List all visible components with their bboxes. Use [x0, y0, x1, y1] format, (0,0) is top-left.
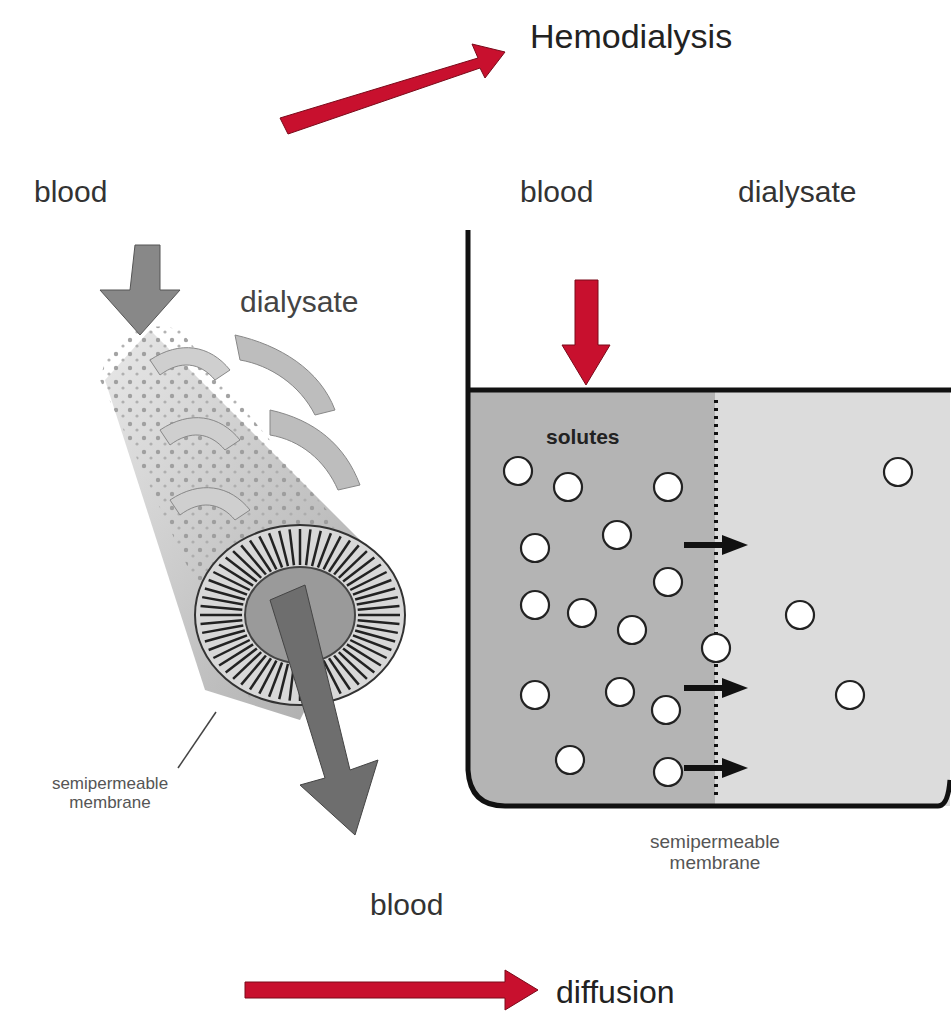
- flow-label: dialysate: [240, 285, 358, 318]
- flow-label: blood: [34, 175, 107, 208]
- solute-particles: [504, 457, 912, 786]
- dialyzer-fiber: [100, 245, 405, 835]
- title-label: Hemodialysis: [530, 18, 732, 55]
- beaker: [468, 230, 951, 806]
- solutes-label: solutes: [546, 425, 620, 448]
- compartment-label: dialysate: [738, 175, 856, 208]
- membrane-label: semipermeable membrane: [25, 775, 195, 812]
- compartment-label: blood: [520, 175, 593, 208]
- red-arrow: [562, 280, 610, 385]
- red-arrow: [245, 970, 538, 1010]
- diffusion-arrows: [684, 535, 748, 778]
- membrane-label: semipermeable membrane: [610, 832, 820, 874]
- red-arrow: [280, 44, 505, 134]
- flow-label: blood: [370, 888, 443, 921]
- leader-line: [178, 712, 216, 768]
- process-label: diffusion: [556, 975, 675, 1010]
